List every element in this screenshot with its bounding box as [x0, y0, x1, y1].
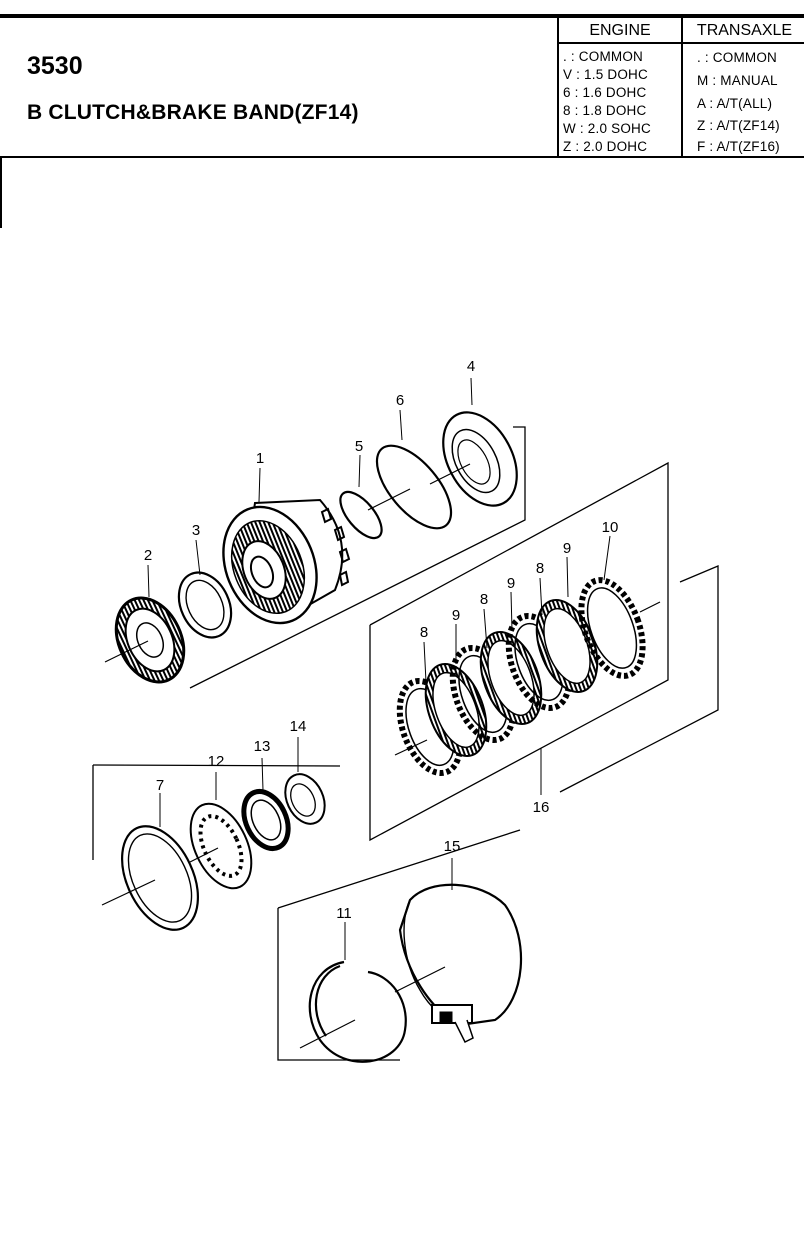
transaxle-code-m: M : MANUAL [697, 73, 778, 88]
margin-rule [0, 158, 2, 228]
callout-13: 13 [254, 738, 271, 755]
callout-9-a: 9 [452, 607, 460, 624]
part-11-snap-ring [299, 960, 407, 1063]
callout-5: 5 [355, 438, 363, 455]
callout-9-c: 9 [563, 540, 571, 557]
transaxle-code-z: Z : A/T(ZF14) [697, 118, 780, 133]
part-6-snap-ring [367, 444, 453, 530]
part-14-washer [284, 773, 326, 825]
callout-7: 7 [156, 777, 164, 794]
callout-numbers: 1 2 3 4 5 6 7 8 8 8 9 9 9 9 10 11 12 13 … [144, 358, 619, 922]
part-4-piston [429, 411, 518, 507]
callout-4: 4 [467, 358, 475, 375]
group-frames [92, 426, 719, 1061]
callout-15: 15 [444, 838, 461, 855]
plate-9-a [424, 662, 488, 758]
legend-box: ENGINE . : COMMON V : 1.5 DOHC 6 : 1.6 D… [557, 18, 804, 158]
transaxle-code-a: A : A/T(ALL) [697, 96, 773, 111]
part-1-clutch-drum [222, 498, 351, 625]
engine-code-8: 8 : 1.8 DOHC [563, 103, 647, 118]
header: 3530 B CLUTCH&BRAKE BAND(ZF14) ENGINE . … [0, 14, 804, 158]
engine-code-6: 6 : 1.6 DOHC [563, 85, 647, 100]
frame-brake-band [277, 908, 400, 1061]
callout-14: 14 [290, 718, 307, 735]
callout-11: 11 [336, 905, 352, 922]
transaxle-legend: TRANSAXLE . : COMMON M : MANUAL A : A/T(… [681, 18, 804, 158]
clutch-plate-stack [394, 577, 661, 777]
part-12-spring-disc [189, 802, 253, 890]
callout-8-a: 8 [420, 624, 428, 641]
engine-heading: ENGINE [559, 20, 681, 44]
transaxle-code-f: F : A/T(ZF16) [697, 139, 780, 154]
frame-clutch-pack [369, 461, 669, 842]
plate-9-c [535, 598, 599, 694]
page-title: B CLUTCH&BRAKE BAND(ZF14) [27, 101, 359, 124]
frame-lower-right [559, 565, 719, 793]
part-15-brake-band [394, 883, 523, 1044]
engine-code-z: Z : 2.0 DOHC [563, 139, 648, 154]
engine-code-common: . : COMMON [563, 49, 643, 64]
plate-9-b [479, 630, 543, 726]
callout-3: 3 [192, 522, 200, 539]
part-5-seal-ring [339, 490, 383, 540]
part-7-pressure-plate [101, 825, 199, 931]
callout-leaders [147, 377, 611, 960]
callout-2: 2 [144, 547, 152, 564]
page-number: 3530 [27, 52, 83, 80]
callout-9-b: 9 [507, 575, 515, 592]
transaxle-code-common: . : COMMON [697, 50, 777, 65]
callout-8-c: 8 [536, 560, 544, 577]
callout-12: 12 [208, 753, 225, 770]
part-3-thrust-ring [177, 571, 233, 639]
part-2-gear-hub [104, 596, 186, 684]
callout-8-b: 8 [480, 591, 488, 608]
callout-6: 6 [396, 392, 404, 409]
callout-16: 16 [533, 799, 550, 816]
transaxle-heading: TRANSAXLE [683, 20, 804, 44]
callout-10: 10 [602, 519, 619, 536]
engine-code-v: V : 1.5 DOHC [563, 67, 648, 82]
part-13-retainer [241, 789, 291, 851]
engine-legend: ENGINE . : COMMON V : 1.5 DOHC 6 : 1.6 D… [557, 18, 681, 158]
engine-code-w: W : 2.0 SOHC [563, 121, 651, 136]
plate-10 [578, 577, 646, 679]
frame-upper-group [189, 426, 526, 689]
callout-1: 1 [256, 450, 264, 467]
